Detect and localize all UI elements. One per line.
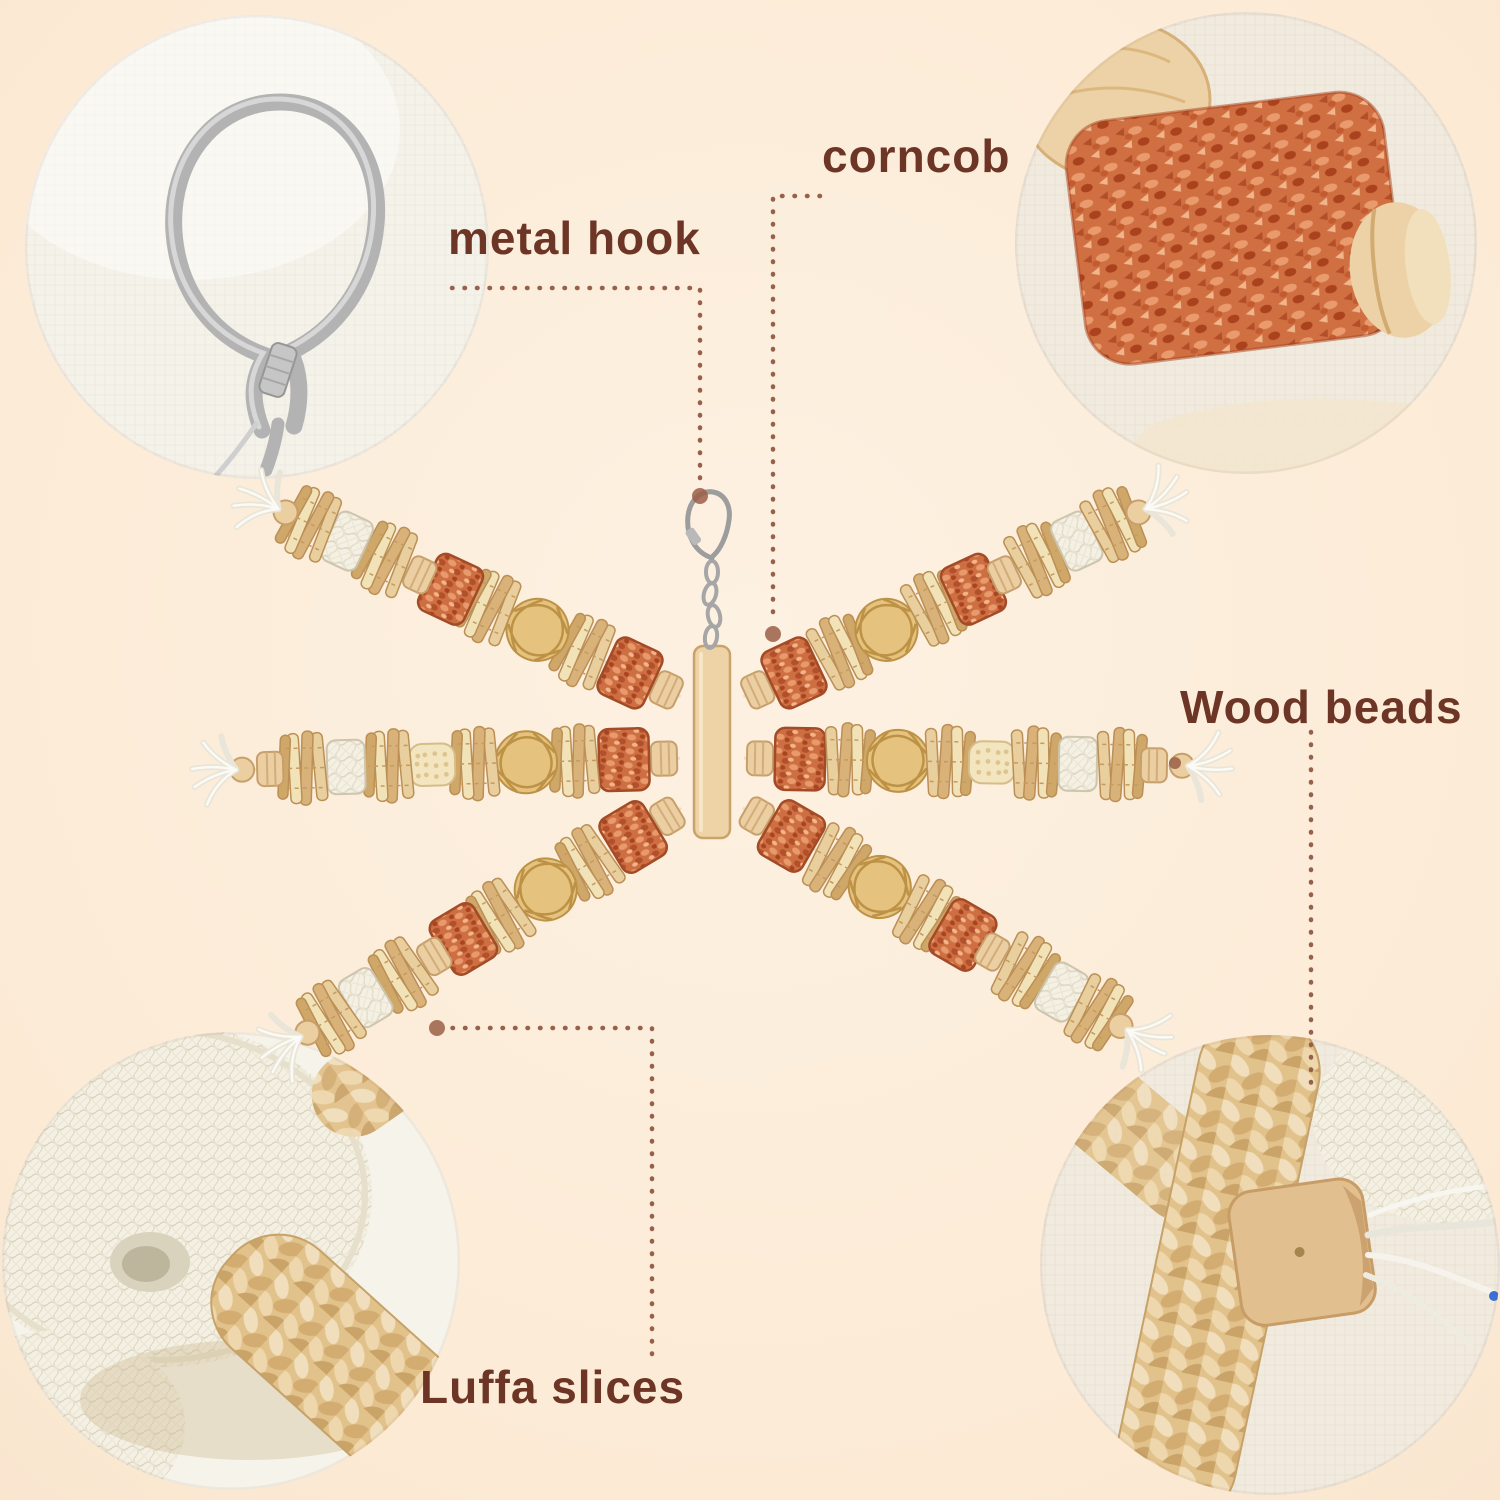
toy-strand-middle-right bbox=[743, 721, 1232, 804]
hanging-chain bbox=[701, 559, 723, 650]
label-luffa-slices: Luffa slices bbox=[420, 1361, 686, 1413]
wood-bead-graphic bbox=[1227, 1177, 1377, 1327]
leader-lines bbox=[449, 193, 1314, 1357]
carabiner-hook-graphic bbox=[165, 93, 386, 479]
leader-metal-hook bbox=[449, 285, 703, 481]
wood-knob bbox=[1349, 202, 1451, 338]
cotton-string-graphic bbox=[1363, 1183, 1499, 1348]
luffa-hole bbox=[122, 1246, 170, 1282]
leader-corncob bbox=[770, 193, 823, 621]
toy-strand-lower-left bbox=[244, 776, 701, 1091]
label-metal-hook: metal hook bbox=[448, 212, 701, 264]
bird-chew-toy-graphic bbox=[191, 457, 1232, 1092]
corncob-graphic bbox=[1064, 90, 1405, 366]
inset-luffa-photo bbox=[2, 1032, 460, 1490]
toy-strand-upper-right bbox=[727, 457, 1201, 731]
leader-dots bbox=[429, 488, 1181, 1036]
inset-corncob-photo bbox=[1015, 12, 1477, 474]
leader-luffa-slices bbox=[449, 1025, 655, 1357]
label-corncob: corncob bbox=[822, 130, 1011, 182]
inset-wood-bead-photo bbox=[1040, 1035, 1500, 1495]
inset-metal-hook-photo bbox=[25, 15, 489, 479]
label-wood-beads: Wood beads bbox=[1180, 681, 1463, 733]
metal-hook-icon bbox=[685, 489, 732, 561]
toy-strand-lower-right bbox=[724, 776, 1184, 1084]
screw-lock-sleeve bbox=[258, 342, 298, 398]
blue-speck bbox=[1489, 1291, 1499, 1301]
toy-strand-middle-left bbox=[191, 721, 681, 808]
toy-strand-upper-left bbox=[223, 457, 697, 731]
